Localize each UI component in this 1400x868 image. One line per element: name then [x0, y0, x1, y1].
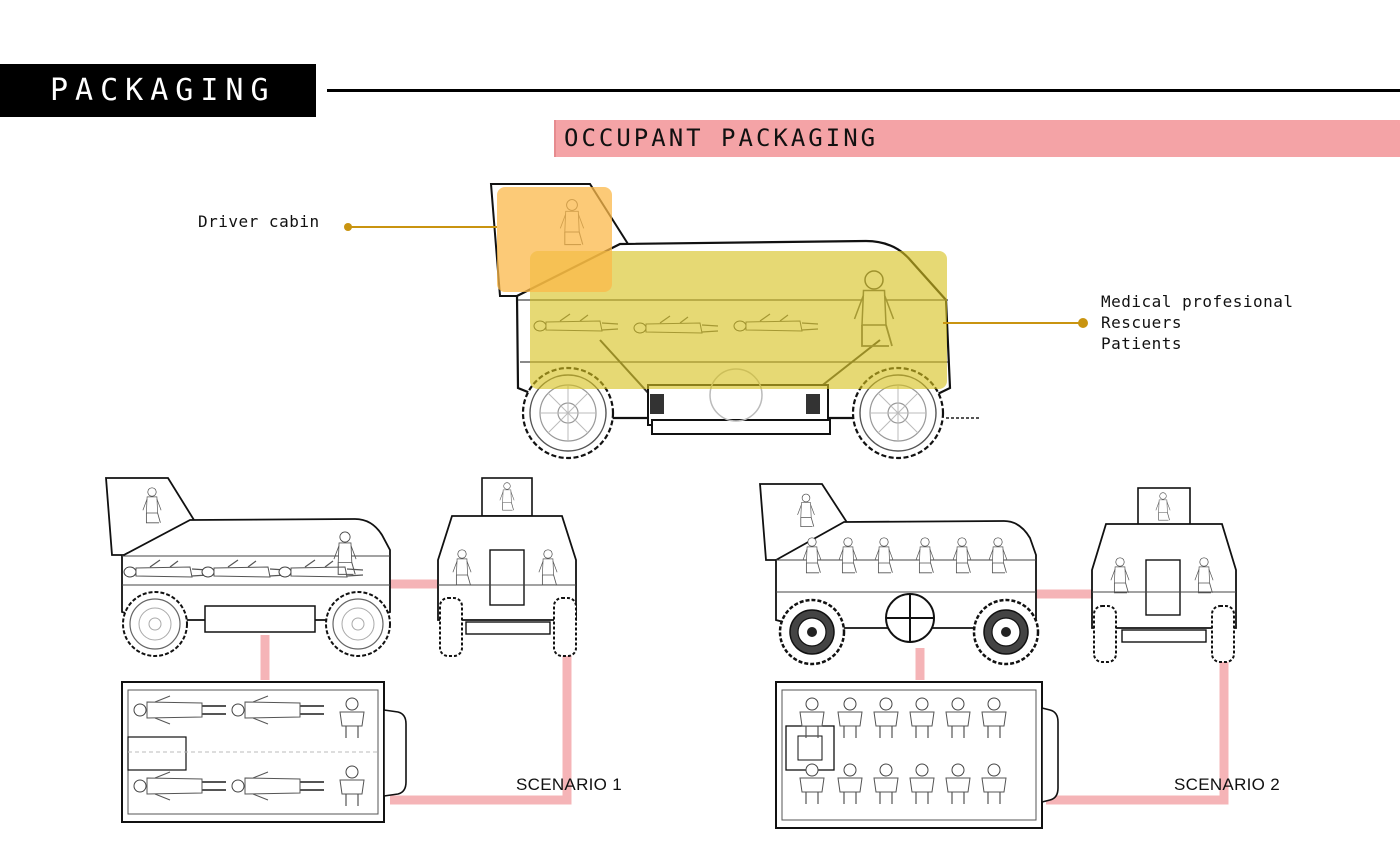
scenario-2-front-view: [1091, 487, 1237, 663]
driver-cabin-label: Driver cabin: [198, 212, 320, 231]
scenario-1-side-view: [105, 477, 391, 657]
scenario-1-front-view: [437, 477, 577, 657]
occupant-label-patients: Patients: [1101, 334, 1183, 353]
occupant-leader: [943, 318, 1088, 328]
scenario-2-label: SCENARIO 2: [1174, 775, 1280, 794]
connector-lines: [260, 579, 1229, 805]
title-rule: [327, 89, 1400, 92]
occupant-label-rescuers: Rescuers: [1101, 313, 1183, 332]
occupant-zone-highlight: [530, 251, 947, 389]
section-title: PACKAGING: [0, 64, 316, 117]
subsection-title: OCCUPANT PACKAGING: [554, 120, 1400, 157]
driver-cabin-highlight: [497, 187, 612, 292]
scenario-2-top-view: [775, 681, 1059, 829]
scenario-1-label: SCENARIO 1: [516, 775, 622, 794]
occupant-labels: Medical profesional Rescuers Patients: [1101, 291, 1294, 354]
occupant-label-medical: Medical profesional: [1101, 292, 1294, 311]
scenario-2-side-view: [759, 483, 1040, 666]
scenario-1-top-view: [121, 681, 407, 823]
driver-cabin-leader: [344, 223, 497, 231]
